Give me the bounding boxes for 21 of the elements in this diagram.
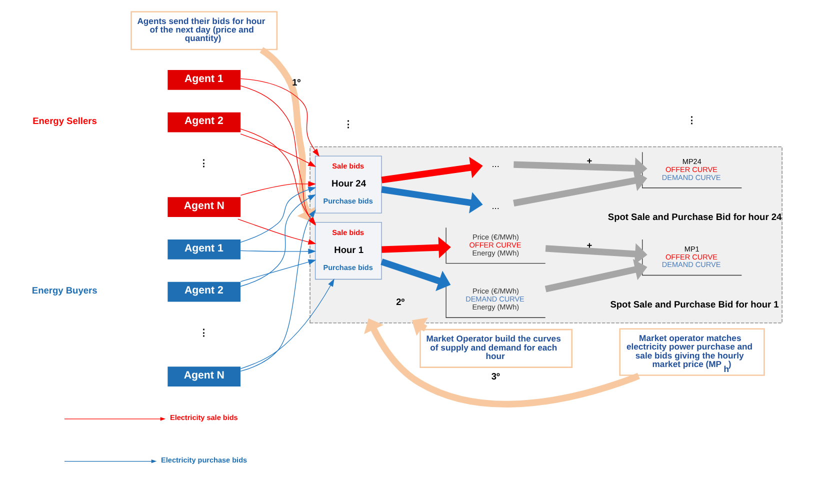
label: Energy Sellers	[32, 116, 97, 126]
node-text: Price (€/MWh) DEMAND CURVE Energy (MWh)	[466, 286, 524, 312]
node-text: MP1 OFFER CURVE DEMAND CURVE	[662, 244, 721, 270]
label: Energy Buyers	[32, 286, 98, 296]
label: ⋮	[343, 119, 352, 130]
label: ⋮	[687, 115, 696, 126]
node-text: ...	[492, 201, 500, 212]
legend-label: Electricity sale bids	[170, 413, 238, 422]
edge-label: 2º	[396, 297, 405, 308]
node-label: Spot Sale and Purchase Bid for hour 24	[608, 212, 782, 222]
edge-label: 3º	[491, 371, 500, 382]
edge-label: +	[586, 240, 592, 250]
node-text: MP24 OFFER CURVE DEMAND CURVE	[662, 156, 721, 182]
edge-label: +	[586, 156, 592, 166]
label: ⋮	[199, 328, 208, 338]
node-text: ...	[492, 158, 500, 169]
edge-label: 1º	[292, 77, 301, 88]
legend-label: Electricity purchase bids	[161, 456, 248, 464]
label: ⋮	[199, 158, 208, 168]
node-label: Spot Sale and Purchase Bid for hour 1	[610, 300, 779, 310]
node-text: Price (€/MWh) OFFER CURVE Energy (MWh)	[469, 232, 522, 258]
